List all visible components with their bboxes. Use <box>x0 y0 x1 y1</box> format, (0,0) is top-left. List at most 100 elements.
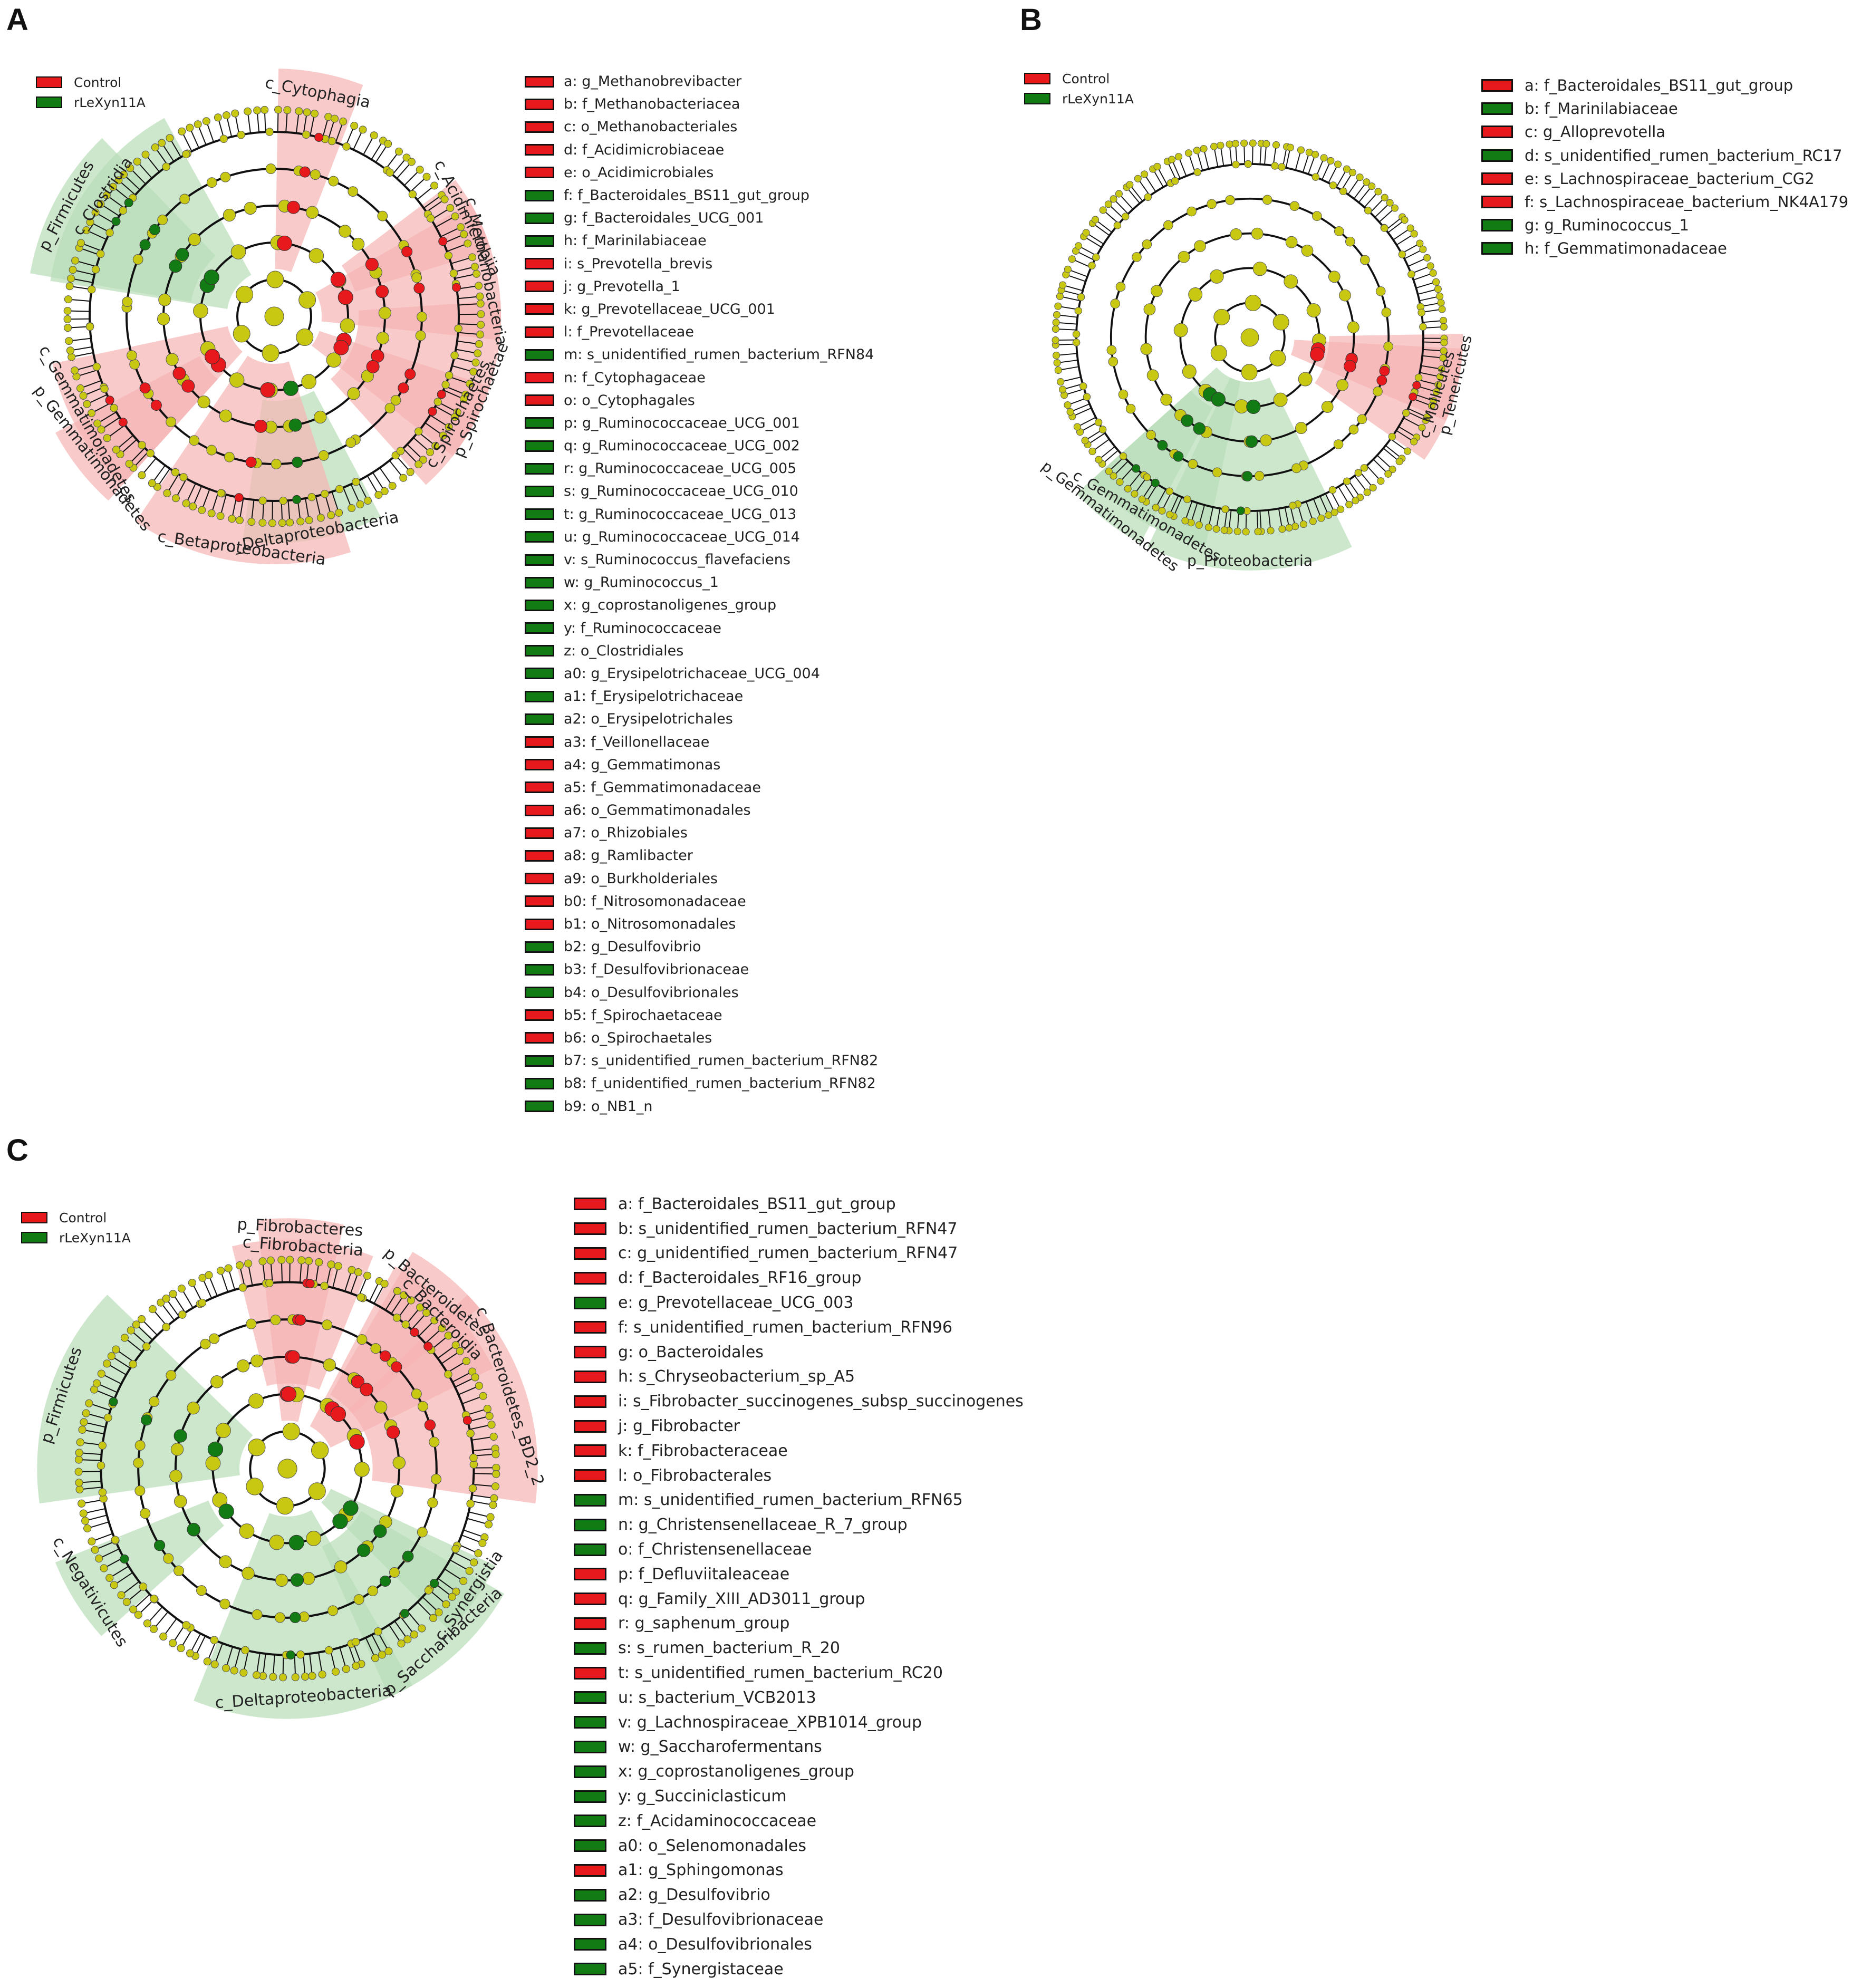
taxon-node <box>1273 392 1288 407</box>
legend-swatch <box>525 622 554 634</box>
legend-swatch <box>525 1055 554 1067</box>
leaf-node <box>169 1639 177 1647</box>
leaf-node <box>397 1639 406 1648</box>
leaf-node <box>1426 262 1434 270</box>
leaf-node <box>1327 157 1335 165</box>
taxon-node <box>178 1310 187 1319</box>
legend-label: q: g_Ruminococcaceae_UCG_002 <box>564 438 800 455</box>
taxon-node <box>1188 287 1203 302</box>
legend-label: b0: f_Nitrosomonadaceae <box>564 893 746 910</box>
leaf-node <box>1053 359 1061 367</box>
leaf-node <box>297 1256 306 1265</box>
biomarker-node <box>398 382 409 394</box>
taxon-node <box>122 296 133 307</box>
taxon-node <box>1251 227 1264 240</box>
taxon-node <box>396 447 405 455</box>
taxon-nodes <box>63 105 485 527</box>
legend-swatch <box>525 394 554 407</box>
legend-item: b7: s_unidentified_rumen_bacterium_RFN82 <box>525 1049 878 1072</box>
leaf-node <box>71 366 79 374</box>
legend-item: b: f_Methanobacteriacea <box>525 93 878 115</box>
legend-swatch <box>574 1420 606 1433</box>
taxon-node <box>200 1338 211 1349</box>
leaf-node <box>162 1295 170 1303</box>
biomarker-node <box>360 1383 373 1396</box>
biomarker-node <box>462 1415 473 1425</box>
leaf-node <box>247 518 256 526</box>
legend-swatch <box>1481 196 1513 209</box>
leaf-node <box>1054 366 1062 374</box>
legend-swatch <box>525 372 554 384</box>
leaf-node <box>291 1673 300 1682</box>
taxon-node <box>1398 250 1406 258</box>
leaf-node <box>177 1644 185 1653</box>
leaf-node <box>1153 162 1161 171</box>
leaf-node <box>1337 505 1345 513</box>
taxon-node <box>466 1499 475 1508</box>
legend-label: c: g_Alloprevotella <box>1525 123 1666 141</box>
legend-item: d: f_Bacteroidales_RF16_group <box>574 1266 1024 1290</box>
taxon-node <box>1312 173 1320 181</box>
legend-swatch <box>525 144 554 156</box>
taxon-node <box>246 1318 257 1329</box>
leaf-node <box>86 218 94 226</box>
taxon-node <box>1381 307 1392 317</box>
leaf-node <box>202 117 210 126</box>
leaf-node <box>78 1425 86 1434</box>
taxon-node <box>1173 323 1188 337</box>
clade-shading <box>37 1218 538 1719</box>
taxon-node <box>1108 356 1118 367</box>
taxon-node <box>298 291 316 309</box>
legend-swatch <box>21 1232 47 1243</box>
leaf-node <box>1200 144 1208 153</box>
legend-swatch <box>525 668 554 680</box>
legend-item: o: f_Christensenellaceae <box>574 1537 1024 1562</box>
legend-swatch <box>525 576 554 588</box>
leaf-node <box>235 516 244 524</box>
clade-sector <box>310 1266 494 1448</box>
taxon-node <box>302 130 311 139</box>
legend-swatch <box>1481 149 1513 162</box>
taxon-node <box>334 1560 348 1574</box>
leaf-node <box>258 1257 267 1266</box>
leaf-node <box>483 1404 491 1413</box>
leaf-node <box>64 295 72 304</box>
taxon-nodes <box>1052 139 1448 536</box>
legend-swatch <box>525 1101 554 1113</box>
legend-label: a6: o_Gemmatimonadales <box>564 802 751 819</box>
legend-item: v: g_Lachnospiraceae_XPB1014_group <box>574 1710 1024 1735</box>
taxon-node <box>322 1319 333 1330</box>
taxon-node <box>88 285 96 294</box>
legend-item: b0: f_Nitrosomonadaceae <box>525 890 878 913</box>
leaf-node <box>133 157 141 166</box>
leaf-node <box>1422 417 1430 424</box>
legend-swatch <box>574 1518 606 1531</box>
leaf-node <box>71 256 80 265</box>
taxon-node <box>132 254 143 265</box>
leaf-node <box>1210 142 1218 150</box>
taxon-node <box>129 359 140 370</box>
legend-swatch <box>525 417 554 429</box>
taxon-node <box>1321 401 1334 413</box>
legend-item: d: f_Acidimicrobiaceae <box>525 139 878 161</box>
legend-swatch <box>525 645 554 657</box>
leaf-node <box>348 504 356 513</box>
legend-label: b2: g_Desulfovibrio <box>564 939 701 956</box>
leaf-node <box>438 1324 446 1333</box>
leaf-node <box>1391 204 1399 212</box>
taxon-node <box>275 1574 288 1587</box>
leaf-node <box>125 460 133 468</box>
leaf-node <box>451 1341 460 1349</box>
leaf-node <box>1091 216 1100 224</box>
leaf-node <box>148 479 156 487</box>
leaf-node <box>207 509 216 518</box>
legend-swatch <box>574 1247 606 1260</box>
taxon-node <box>1125 403 1136 414</box>
biomarker-node <box>276 235 292 251</box>
taxon-node <box>323 1358 336 1372</box>
legend-item: p: f_Defluviitaleaceae <box>574 1562 1024 1587</box>
leaf-node <box>457 223 465 231</box>
biomarker-node <box>349 1434 365 1450</box>
biomarker-node <box>295 1314 306 1326</box>
biomarker-node <box>413 283 425 294</box>
